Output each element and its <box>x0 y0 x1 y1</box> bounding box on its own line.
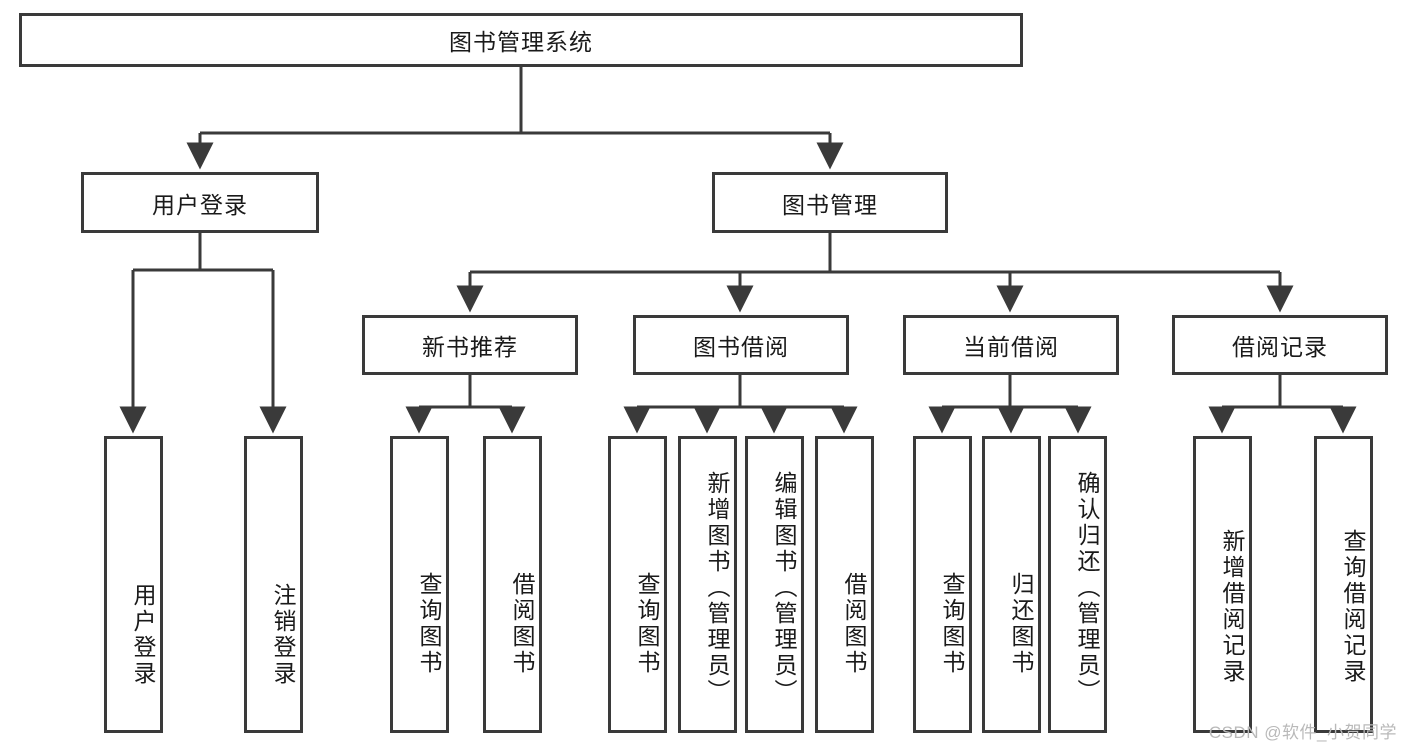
node-add-book[interactable]: 新增图书（管理员） <box>678 436 737 733</box>
node-label: 图书借阅 <box>693 334 789 360</box>
node-borrow-record[interactable]: 借阅记录 <box>1172 315 1388 375</box>
node-borrow-book-1[interactable]: 借阅图书 <box>483 436 542 733</box>
node-book-management[interactable]: 图书管理 <box>712 172 948 233</box>
node-query-book-2[interactable]: 查询图书 <box>608 436 667 733</box>
node-edit-book[interactable]: 编辑图书（管理员） <box>745 436 804 733</box>
node-query-book-3[interactable]: 查询图书 <box>913 436 972 733</box>
node-label: 查询图书 <box>416 571 442 676</box>
node-label: 借阅记录 <box>1232 334 1328 360</box>
node-return-book[interactable]: 归还图书 <box>982 436 1041 733</box>
node-label: 注销登录 <box>270 582 296 687</box>
node-label: 借阅图书 <box>841 571 867 676</box>
node-label: 确认归还（管理员） <box>1074 470 1100 705</box>
node-logout-leaf[interactable]: 注销登录 <box>244 436 303 733</box>
node-label: 新书推荐 <box>422 334 518 360</box>
node-label: 图书管理 <box>782 191 878 218</box>
node-root-system[interactable]: 图书管理系统 <box>19 13 1023 67</box>
node-new-book-recommend[interactable]: 新书推荐 <box>362 315 578 375</box>
node-label: 当前借阅 <box>963 334 1059 360</box>
node-user-login[interactable]: 用户登录 <box>81 172 319 233</box>
node-label: 编辑图书（管理员） <box>771 470 797 705</box>
node-query-borrow-record[interactable]: 查询借阅记录 <box>1314 436 1373 733</box>
node-label: 归还图书 <box>1008 571 1034 676</box>
node-add-borrow-record[interactable]: 新增借阅记录 <box>1193 436 1252 733</box>
node-label: 查询借阅记录 <box>1340 528 1366 685</box>
node-current-borrow[interactable]: 当前借阅 <box>903 315 1119 375</box>
node-label: 查询图书 <box>634 571 660 676</box>
node-label: 新增借阅记录 <box>1219 528 1245 685</box>
node-query-book-1[interactable]: 查询图书 <box>390 436 449 733</box>
node-label: 借阅图书 <box>509 571 535 676</box>
node-user-login-leaf[interactable]: 用户登录 <box>104 436 163 733</box>
node-borrow-book-2[interactable]: 借阅图书 <box>815 436 874 733</box>
node-confirm-return[interactable]: 确认归还（管理员） <box>1048 436 1107 733</box>
node-label: 图书管理系统 <box>449 29 593 55</box>
node-label: 用户登录 <box>152 191 248 218</box>
node-label: 新增图书（管理员） <box>704 470 730 705</box>
node-book-borrow[interactable]: 图书借阅 <box>633 315 849 375</box>
node-label: 查询图书 <box>939 571 965 676</box>
node-label: 用户登录 <box>130 582 156 687</box>
watermark-text: CSDN @软件_小贺同学 <box>1208 723 1397 742</box>
